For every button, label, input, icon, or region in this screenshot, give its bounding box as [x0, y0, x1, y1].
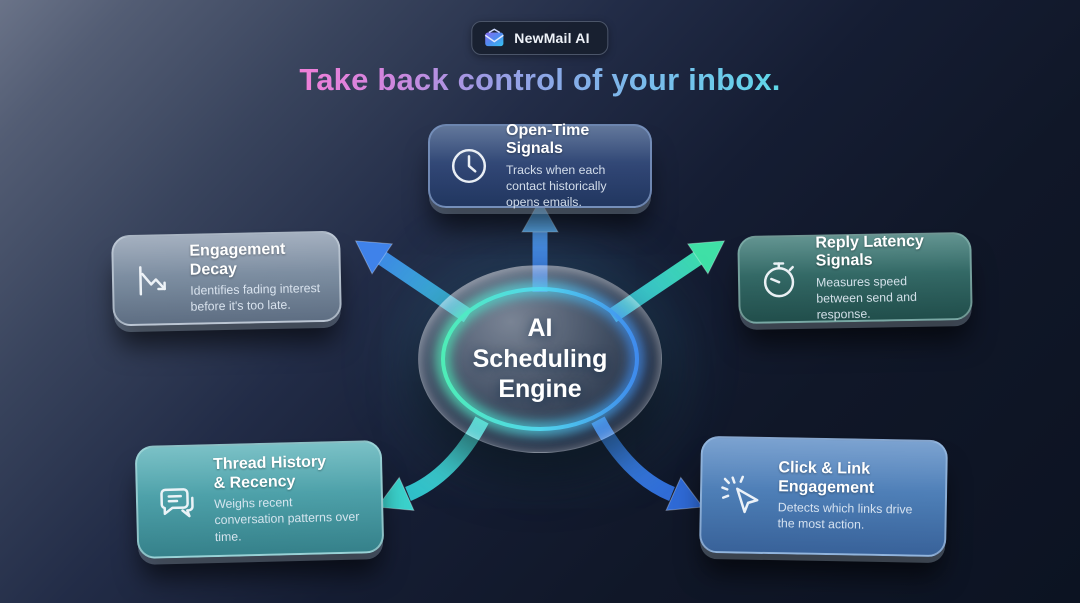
card-thread-history-recency: Thread History & Recency Weighs recent c… [134, 439, 385, 560]
engine-label: AI Scheduling Engine [472, 314, 608, 404]
arrow-upper-left-head [354, 240, 394, 275]
card-open-time-signals: Open-Time Signals Tracks when each conta… [428, 121, 652, 209]
card-description: Detects which links drive the most actio… [777, 500, 913, 533]
page-title: Take back control of your inbox. [0, 62, 1080, 98]
card-title: Click & Link Engagement [778, 459, 875, 497]
brand-badge-label: NewMail AI [514, 30, 590, 46]
trend-down-icon [130, 257, 177, 304]
brand-badge: NewMail AI [471, 21, 609, 55]
arrow-upper-right-head [686, 240, 726, 275]
card-title: Open-Time Signals [506, 121, 590, 158]
card-description: Weighs recent conversation patterns over… [213, 495, 360, 544]
card-title: Reply Latency Signals [815, 232, 924, 270]
card-description: Tracks when each contact historically op… [506, 162, 607, 209]
card-reply-latency-signals: Reply Latency Signals Measures speed bet… [737, 231, 973, 325]
ai-scheduling-engine-hub: AI Scheduling Engine [418, 265, 662, 453]
card-engagement-decay: Engagement Decay Identifies fading inter… [111, 230, 342, 327]
clock-icon [446, 143, 492, 189]
card-description: Identifies fading interest before it's t… [190, 281, 321, 315]
card-description: Measures speed between send and response… [815, 273, 917, 322]
stopwatch-icon [756, 256, 803, 303]
page-title-text: Take back control of your inbox. [299, 62, 781, 97]
chat-bubbles-icon [153, 478, 200, 525]
card-title: Thread History & Recency [212, 453, 327, 492]
cursor-click-icon [718, 472, 765, 519]
envelope-icon [483, 28, 505, 48]
card-title: Engagement Decay [189, 241, 286, 279]
card-click-link-engagement: Click & Link Engagement Detects which li… [698, 435, 949, 558]
